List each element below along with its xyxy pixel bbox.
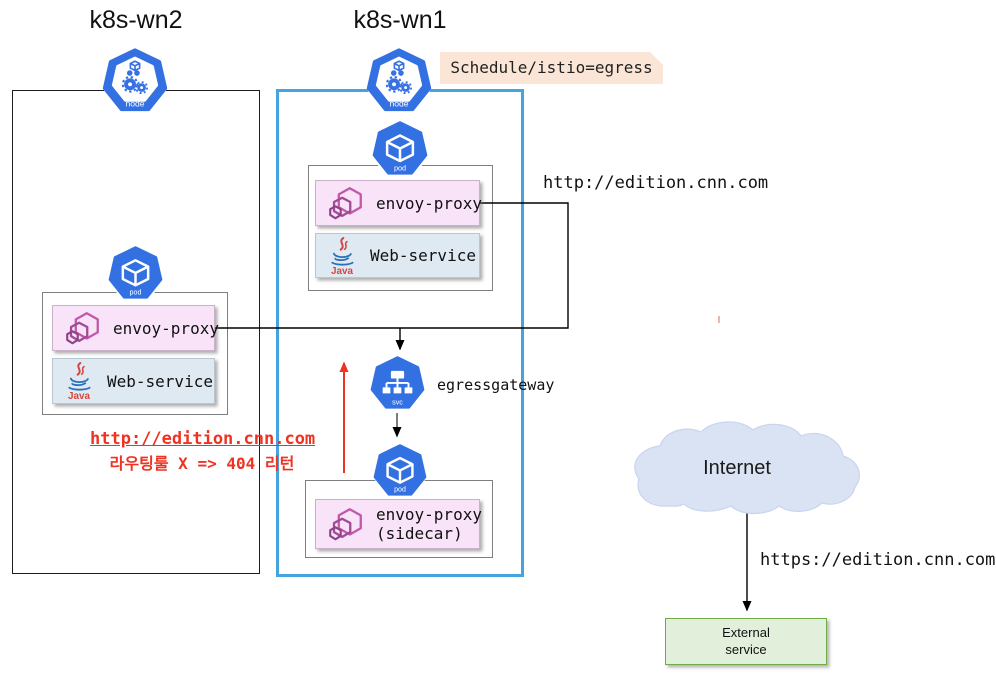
- stray-mark: [718, 316, 720, 323]
- container-web-service-wn1: Java Web-service: [315, 233, 480, 278]
- container-label: Web-service: [370, 246, 476, 265]
- svg-text:pod: pod: [394, 487, 406, 494]
- envoy-logo-icon: [329, 508, 362, 541]
- svg-text:node: node: [125, 99, 144, 109]
- container-label: envoy-proxy: [113, 318, 219, 338]
- external-service-label-line2: service: [725, 642, 767, 657]
- http-url-label: http://edition.cnn.com: [543, 173, 769, 193]
- node-title-wn2: k8s-wn2: [89, 6, 183, 34]
- container-sublabel: (sidecar): [376, 524, 463, 543]
- container-label: envoy-proxy: [376, 193, 482, 213]
- svg-text:Java: Java: [68, 391, 90, 402]
- svg-text:node: node: [389, 99, 408, 109]
- pod-icon: pod: [108, 246, 163, 301]
- external-service-box: External service: [665, 618, 827, 665]
- container-web-service-wn2: Java Web-service: [52, 358, 215, 404]
- node-title-wn1: k8s-wn1: [353, 6, 447, 34]
- envoy-logo-icon: [66, 312, 99, 345]
- java-logo-icon: Java: [330, 236, 355, 277]
- svg-text:svc: svc: [392, 398, 403, 406]
- java-logo-icon: Java: [67, 362, 92, 402]
- internet-label: Internet: [703, 457, 771, 479]
- routing-404-label: 라우팅룰 X => 404 리턴: [109, 454, 295, 473]
- svg-text:pod: pod: [130, 288, 142, 296]
- node-icon: node: [366, 48, 432, 114]
- egressgateway-label: egressgateway: [437, 376, 555, 394]
- container-label: Web-service: [107, 371, 213, 391]
- container-label: envoy-proxy: [376, 505, 482, 524]
- container-envoy-proxy-wn1: envoy-proxy: [315, 180, 482, 226]
- container-envoy-sidecar: envoy-proxy (sidecar): [315, 499, 482, 549]
- schedule-annotation: Schedule/istio=egress: [440, 52, 663, 84]
- container-envoy-proxy-wn2: envoy-proxy: [52, 305, 219, 351]
- pod-icon: pod: [373, 444, 427, 498]
- node-icon: node: [102, 48, 168, 114]
- external-service-label-line1: External: [722, 625, 770, 640]
- svg-text:pod: pod: [394, 163, 406, 172]
- envoy-logo-icon: [329, 187, 362, 220]
- https-url-label: https://edition.cnn.com: [760, 550, 996, 570]
- pod-icon: pod: [372, 121, 428, 177]
- svg-text:Java: Java: [331, 266, 353, 277]
- service-icon: svc: [370, 356, 425, 411]
- blocked-url-label: http://edition.cnn.com: [90, 429, 316, 449]
